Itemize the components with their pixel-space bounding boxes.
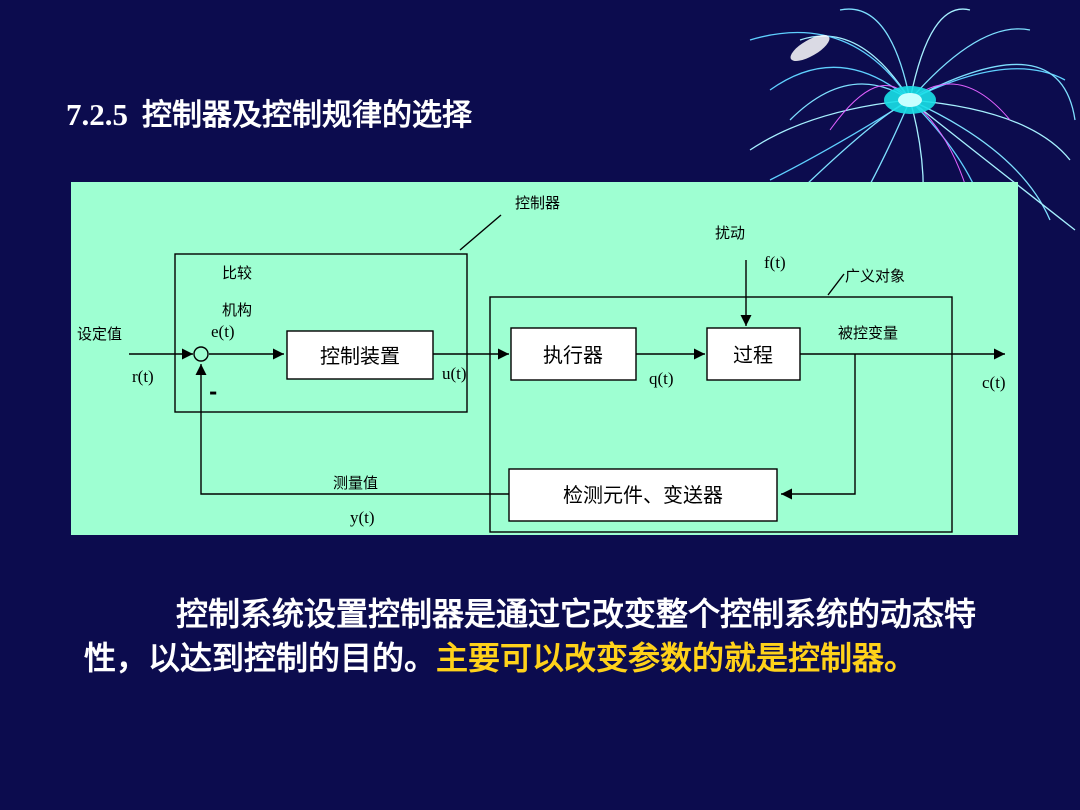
plant-frame [489,296,953,533]
setpoint-label: 设定值 [77,325,122,343]
control-block-diagram: 控制装置 执行器 过程 检测元件、变送器 控制器 比较 机构 扰动 f(t) 广… [77,194,1006,533]
controller-frame [174,253,468,413]
controller-device-text: 控制装置 [320,344,400,368]
process-text: 过程 [733,343,773,367]
title-text: 控制器及控制规律的选择 [142,98,472,133]
measured-label: 测量值 [333,474,378,492]
plant-leader-line [827,273,845,296]
plant-label: 广义对象 [845,267,905,285]
controlled-variable-label: 被控变量 [838,324,898,342]
comparator-label-2: 机构 [222,301,252,319]
sensor-text: 检测元件、变送器 [563,483,723,507]
controller-leader-line [459,214,502,251]
error-signal: e(t) [211,322,235,341]
feedback-return-line [195,364,509,495]
section-number: 7.2.5 [66,97,128,132]
comparator-circle [193,346,209,362]
controller-device-block [286,330,434,380]
disturbance-signal: f(t) [764,253,786,272]
decorative-fan-graphic [749,8,1076,236]
actuator-text: 执行器 [543,343,603,367]
block-diagram-panel: 控制装置 执行器 过程 检测元件、变送器 控制器 比较 机构 扰动 f(t) 广… [71,182,1018,535]
output-signal: c(t) [982,373,1006,392]
control-signal: u(t) [442,364,467,383]
actuator-block [510,327,637,381]
slide-title: 7.2.5 控制器及控制规律的选择 [66,90,472,134]
body-paragraph: 控制系统设置控制器是通过它改变整个控制系统的动态特性，以达到控制的目的。主要可以… [84,592,1004,680]
body-sentence-1: 控制系统设置控制器是通过它改变整个控制系统的动态特性，以达到控制的目的。 [84,595,977,677]
comparator-label-1: 比较 [222,264,252,282]
minus-sign: - [209,380,217,404]
actuator-signal: q(t) [649,369,674,388]
measured-signal: y(t) [350,508,375,527]
controller-label: 控制器 [515,194,560,212]
sensor-block [508,468,778,522]
body-sentence-2-highlight: 主要可以改变参数的就是控制器。 [436,639,917,677]
process-block [706,327,801,381]
feedback-takeoff-line [781,354,856,500]
disturbance-label: 扰动 [715,224,745,242]
setpoint-signal: r(t) [132,367,154,386]
